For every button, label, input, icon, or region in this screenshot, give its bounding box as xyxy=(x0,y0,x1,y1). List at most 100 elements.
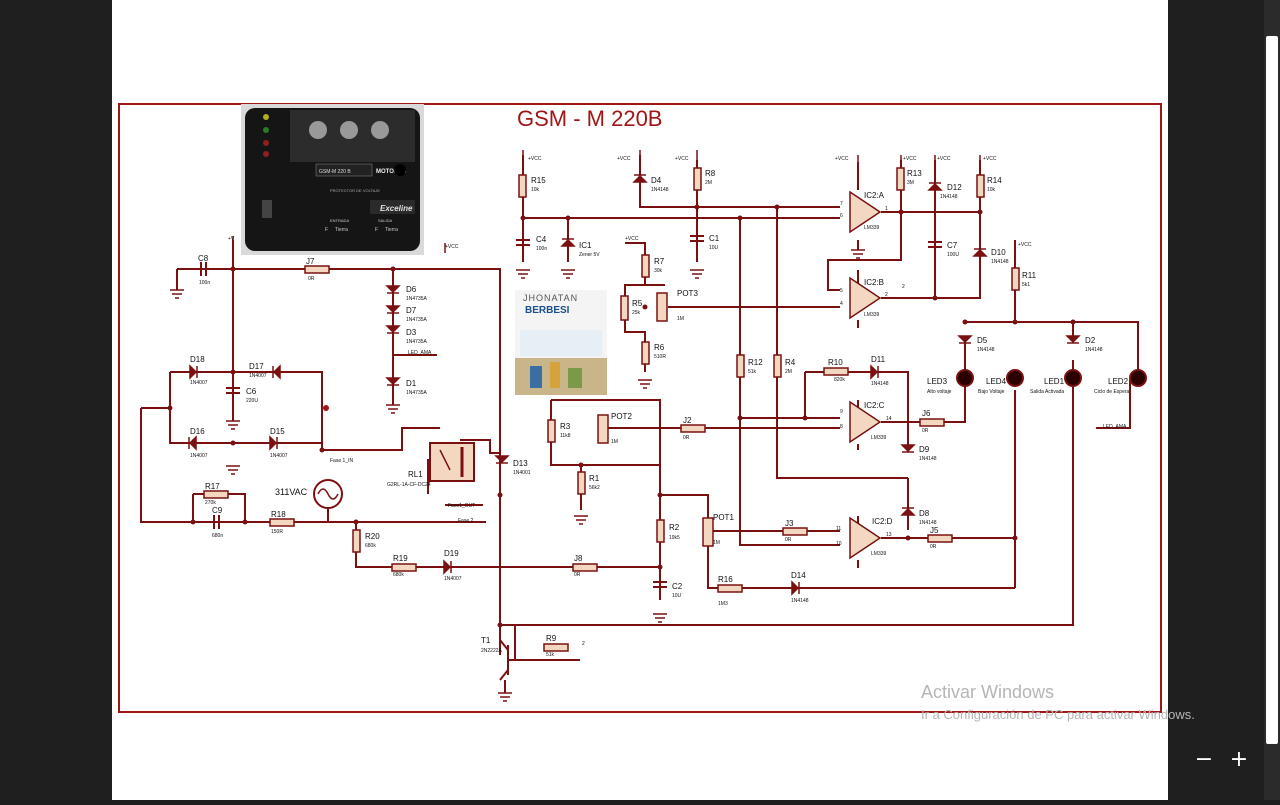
svg-text:D4: D4 xyxy=(651,176,662,185)
svg-text:51k: 51k xyxy=(546,652,555,658)
svg-text:1N4007: 1N4007 xyxy=(249,373,267,379)
svg-text:56k2: 56k2 xyxy=(589,485,600,491)
ground-icon xyxy=(574,515,588,525)
svg-text:2M: 2M xyxy=(705,180,712,186)
resistor-bodies xyxy=(203,167,1020,652)
svg-text:+VCC: +VCC xyxy=(625,236,639,242)
comparator-symbols xyxy=(849,190,882,560)
svg-text:+VCC: +VCC xyxy=(835,156,849,162)
svg-text:R8: R8 xyxy=(705,169,716,178)
svg-text:270k: 270k xyxy=(205,500,216,506)
svg-text:1N4007: 1N4007 xyxy=(444,576,462,582)
diode-symbols xyxy=(188,174,1081,596)
knob-icon xyxy=(371,121,389,139)
svg-text:1N4007: 1N4007 xyxy=(190,453,208,459)
zoom-out-button[interactable]: − xyxy=(1194,747,1214,772)
svg-text:D19: D19 xyxy=(444,549,459,558)
svg-text:R1: R1 xyxy=(589,474,600,483)
svg-text:D8: D8 xyxy=(919,509,930,518)
diode-icon xyxy=(900,444,916,453)
svg-text:LED2: LED2 xyxy=(1108,377,1129,386)
svg-text:0R: 0R xyxy=(308,276,315,282)
svg-text:+VCC: +VCC xyxy=(617,156,631,162)
svg-text:R18: R18 xyxy=(271,510,286,519)
svg-text:2: 2 xyxy=(885,292,888,298)
svg-text:D18: D18 xyxy=(190,355,205,364)
svg-text:J7: J7 xyxy=(306,257,315,266)
svg-text:R14: R14 xyxy=(987,176,1002,185)
svg-text:9: 9 xyxy=(840,409,843,415)
left-gutter xyxy=(0,0,112,800)
svg-text:D1: D1 xyxy=(406,379,417,388)
svg-text:LED3: LED3 xyxy=(927,377,948,386)
svg-text:510R: 510R xyxy=(654,354,666,360)
svg-text:19k5: 19k5 xyxy=(669,535,680,541)
capacitor-icon xyxy=(928,241,942,248)
svg-text:1N4148: 1N4148 xyxy=(919,520,937,526)
scrollbar-thumb[interactable] xyxy=(1266,36,1278,744)
author-logo: JHONATAN BERBESI xyxy=(515,290,607,395)
svg-text:C9: C9 xyxy=(212,506,223,515)
svg-text:2N2222A: 2N2222A xyxy=(481,648,503,654)
ac-source-symbol xyxy=(313,479,343,509)
sine-icon xyxy=(317,488,339,500)
svg-text:R12: R12 xyxy=(748,358,763,367)
svg-text:Fase1_OUT: Fase1_OUT xyxy=(448,503,475,509)
ground-icon xyxy=(561,269,575,279)
svg-text:GSM-M 220 B: GSM-M 220 B xyxy=(319,169,351,175)
svg-text:R7: R7 xyxy=(654,257,665,266)
svg-text:0R: 0R xyxy=(922,428,929,434)
relay-symbol xyxy=(429,442,475,482)
svg-text:13: 13 xyxy=(886,532,892,538)
svg-text:F: F xyxy=(325,227,328,233)
ground-icons xyxy=(170,249,865,702)
schematic-title: GSM - M 220B xyxy=(517,106,662,131)
svg-text:1N4148: 1N4148 xyxy=(871,381,889,387)
svg-text:1N4148: 1N4148 xyxy=(977,347,995,353)
svg-text:51k: 51k xyxy=(748,369,757,375)
svg-text:POT1: POT1 xyxy=(713,513,734,522)
ground-icon xyxy=(386,404,400,414)
svg-text:2: 2 xyxy=(902,284,905,290)
diode-icon xyxy=(494,455,510,464)
right-gutter xyxy=(1168,0,1280,800)
svg-text:1M: 1M xyxy=(677,316,684,322)
zoom-in-button[interactable]: + xyxy=(1229,747,1249,772)
svg-text:MOTORES: MOTORES xyxy=(376,169,406,175)
svg-text:1N4148: 1N4148 xyxy=(919,456,937,462)
svg-text:30k: 30k xyxy=(654,268,663,274)
svg-text:R20: R20 xyxy=(365,532,380,541)
svg-text:0R: 0R xyxy=(574,572,581,578)
svg-text:1N4148: 1N4148 xyxy=(940,194,958,200)
svg-text:+VCC: +VCC xyxy=(528,156,542,162)
diode-icon xyxy=(870,364,879,380)
diode-icon xyxy=(560,238,576,247)
ground-icon xyxy=(516,269,530,279)
schematic-svg: GSM - M 220B GSM-M 220 B MOTORES PROTECT… xyxy=(118,103,1162,713)
capacitor-icon xyxy=(690,235,704,242)
vcc-arrow-icons xyxy=(232,150,1016,253)
svg-text:311VAC: 311VAC xyxy=(275,487,308,497)
svg-text:IC1: IC1 xyxy=(579,241,592,250)
svg-text:R2: R2 xyxy=(669,523,680,532)
svg-text:2: 2 xyxy=(582,641,585,647)
led-symbols xyxy=(956,369,1147,387)
svg-text:1N4001: 1N4001 xyxy=(513,470,531,476)
svg-text:1M: 1M xyxy=(713,540,720,546)
svg-text:Ciclo de Espera: Ciclo de Espera xyxy=(1094,389,1130,395)
svg-text:JHONATAN: JHONATAN xyxy=(523,293,578,303)
svg-text:POT3: POT3 xyxy=(677,289,698,298)
svg-text:10: 10 xyxy=(836,541,842,547)
svg-text:1N4148: 1N4148 xyxy=(991,259,1009,265)
svg-text:0R: 0R xyxy=(930,544,937,550)
svg-text:D13: D13 xyxy=(513,459,528,468)
svg-text:100n: 100n xyxy=(536,246,547,252)
svg-text:D15: D15 xyxy=(270,427,285,436)
diode-icon xyxy=(189,364,198,380)
svg-text:1N4735A: 1N4735A xyxy=(406,296,428,302)
capacitor-symbols xyxy=(200,235,942,588)
svg-text:D10: D10 xyxy=(991,248,1006,257)
svg-text:0R: 0R xyxy=(683,435,690,441)
svg-text:Tierra: Tierra xyxy=(335,227,348,233)
svg-text:R16: R16 xyxy=(718,575,733,584)
